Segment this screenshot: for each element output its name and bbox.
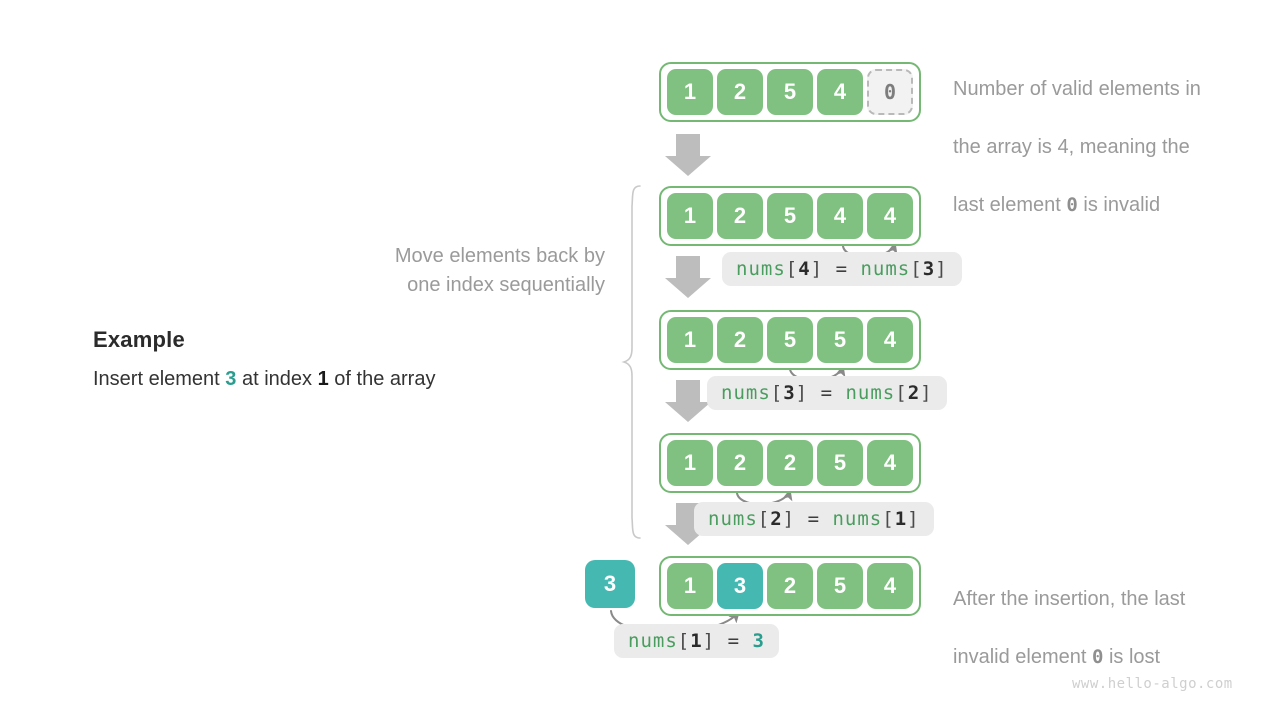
code-bracket-right: ] bbox=[702, 630, 716, 652]
code-label-nums2: nums[2] = nums[1] bbox=[694, 502, 934, 536]
code-array-name: nums bbox=[628, 630, 678, 652]
array-row-final: 1 3 2 5 4 bbox=[659, 556, 921, 616]
code-bracket-right: ] bbox=[782, 508, 796, 530]
code-bracket-left: [ bbox=[677, 630, 691, 652]
code-index-right: 3 bbox=[922, 258, 936, 280]
array-row-shift-2: 1 2 2 5 4 bbox=[659, 433, 921, 493]
array-cell: 5 bbox=[817, 317, 863, 363]
annotation-top-line3a: last element bbox=[953, 194, 1067, 216]
annotation-top-line1: Number of valid elements in bbox=[953, 78, 1201, 100]
example-desc-index: 1 bbox=[317, 368, 329, 390]
code-label-nums1: nums[1] = 3 bbox=[614, 624, 779, 658]
code-array-name: nums bbox=[721, 382, 771, 404]
array-cell: 2 bbox=[717, 193, 763, 239]
array-cell: 5 bbox=[817, 440, 863, 486]
watermark: www.hello-algo.com bbox=[1072, 676, 1233, 692]
array-cell: 1 bbox=[667, 440, 713, 486]
code-equals: = bbox=[820, 382, 834, 404]
annotation-top-zero: 0 bbox=[1066, 194, 1078, 216]
code-bracket-right-right: ] bbox=[935, 258, 948, 280]
inserted-value-cell: 3 bbox=[585, 560, 635, 608]
array-cell: 5 bbox=[767, 317, 813, 363]
code-index: 3 bbox=[783, 382, 796, 404]
annotation-top: Number of valid elements in the array is… bbox=[953, 46, 1263, 220]
array-row-shift-4: 1 2 5 4 4 bbox=[659, 186, 921, 246]
array-cell: 1 bbox=[667, 563, 713, 609]
code-label-nums3: nums[3] = nums[2] bbox=[707, 376, 947, 410]
code-bracket-left: [ bbox=[770, 382, 784, 404]
array-cell: 5 bbox=[817, 563, 863, 609]
down-arrow-3 bbox=[665, 380, 711, 422]
array-cell-inserted: 3 bbox=[717, 563, 763, 609]
example-desc-prefix: Insert element bbox=[93, 368, 226, 390]
annotation-bottom-zero: 0 bbox=[1091, 646, 1104, 668]
example-description: Insert element 3 at index 1 of the array bbox=[93, 368, 435, 391]
code-index-right: 1 bbox=[894, 508, 908, 530]
annotation-move-elements: Move elements back by one index sequenti… bbox=[394, 245, 605, 296]
array-cell: 1 bbox=[667, 317, 713, 363]
code-equals: = bbox=[807, 508, 821, 530]
code-array-name: nums bbox=[708, 508, 758, 530]
code-array-name-right: nums bbox=[860, 258, 911, 280]
annotation-bottom: After the insertion, the last invalid el… bbox=[953, 556, 1263, 672]
array-cell: 4 bbox=[867, 440, 913, 486]
down-arrow-1 bbox=[665, 134, 711, 176]
array-cell: 4 bbox=[867, 317, 913, 363]
code-assigned-value: 3 bbox=[752, 630, 765, 652]
array-cell: 2 bbox=[717, 317, 763, 363]
annotation-bottom-line2b: is lost bbox=[1103, 646, 1161, 668]
array-cell-invalid: 0 bbox=[867, 69, 913, 115]
annotation-bottom-line2a: invalid element bbox=[953, 646, 1092, 668]
code-bracket-right: ] bbox=[810, 258, 824, 280]
code-bracket-left-right: [ bbox=[910, 258, 923, 280]
array-cell: 4 bbox=[817, 69, 863, 115]
code-bracket-left-right: [ bbox=[882, 508, 895, 530]
code-equals: = bbox=[835, 258, 849, 280]
array-cell: 4 bbox=[867, 563, 913, 609]
array-cell: 2 bbox=[717, 440, 763, 486]
array-row-initial: 1 2 5 4 0 bbox=[659, 62, 921, 122]
code-index: 1 bbox=[690, 630, 703, 652]
annotation-bottom-line1: After the insertion, the last bbox=[953, 588, 1186, 610]
array-cell: 5 bbox=[767, 69, 813, 115]
code-bracket-left-right: [ bbox=[895, 382, 908, 404]
array-cell: 2 bbox=[767, 563, 813, 609]
code-bracket-right-right: ] bbox=[920, 382, 933, 404]
code-bracket-left: [ bbox=[785, 258, 799, 280]
array-row-shift-3: 1 2 5 5 4 bbox=[659, 310, 921, 370]
array-cell: 1 bbox=[667, 69, 713, 115]
annotation-top-line2: the array is 4, meaning the bbox=[953, 136, 1190, 158]
code-array-name: nums bbox=[736, 258, 786, 280]
array-cell: 5 bbox=[767, 193, 813, 239]
code-array-name-right: nums bbox=[845, 382, 896, 404]
code-bracket-right-right: ] bbox=[907, 508, 920, 530]
code-array-name-right: nums bbox=[832, 508, 883, 530]
code-index: 4 bbox=[798, 258, 811, 280]
code-index-right: 2 bbox=[907, 382, 921, 404]
array-cell: 2 bbox=[767, 440, 813, 486]
code-label-nums4: nums[4] = nums[3] bbox=[722, 252, 962, 286]
example-desc-value: 3 bbox=[225, 368, 237, 390]
code-bracket-right: ] bbox=[795, 382, 809, 404]
down-arrow-2 bbox=[665, 256, 711, 298]
code-equals: = bbox=[727, 630, 741, 652]
array-cell: 1 bbox=[667, 193, 713, 239]
code-index: 2 bbox=[770, 508, 783, 530]
code-bracket-left: [ bbox=[757, 508, 771, 530]
array-cell: 4 bbox=[867, 193, 913, 239]
example-desc-suffix: of the array bbox=[328, 368, 436, 390]
array-cell: 4 bbox=[817, 193, 863, 239]
example-title: Example bbox=[93, 327, 185, 352]
example-desc-middle: at index bbox=[236, 368, 318, 390]
brace-shift-steps bbox=[621, 185, 641, 539]
array-cell: 2 bbox=[717, 69, 763, 115]
annotation-top-line3b: is invalid bbox=[1077, 194, 1161, 216]
